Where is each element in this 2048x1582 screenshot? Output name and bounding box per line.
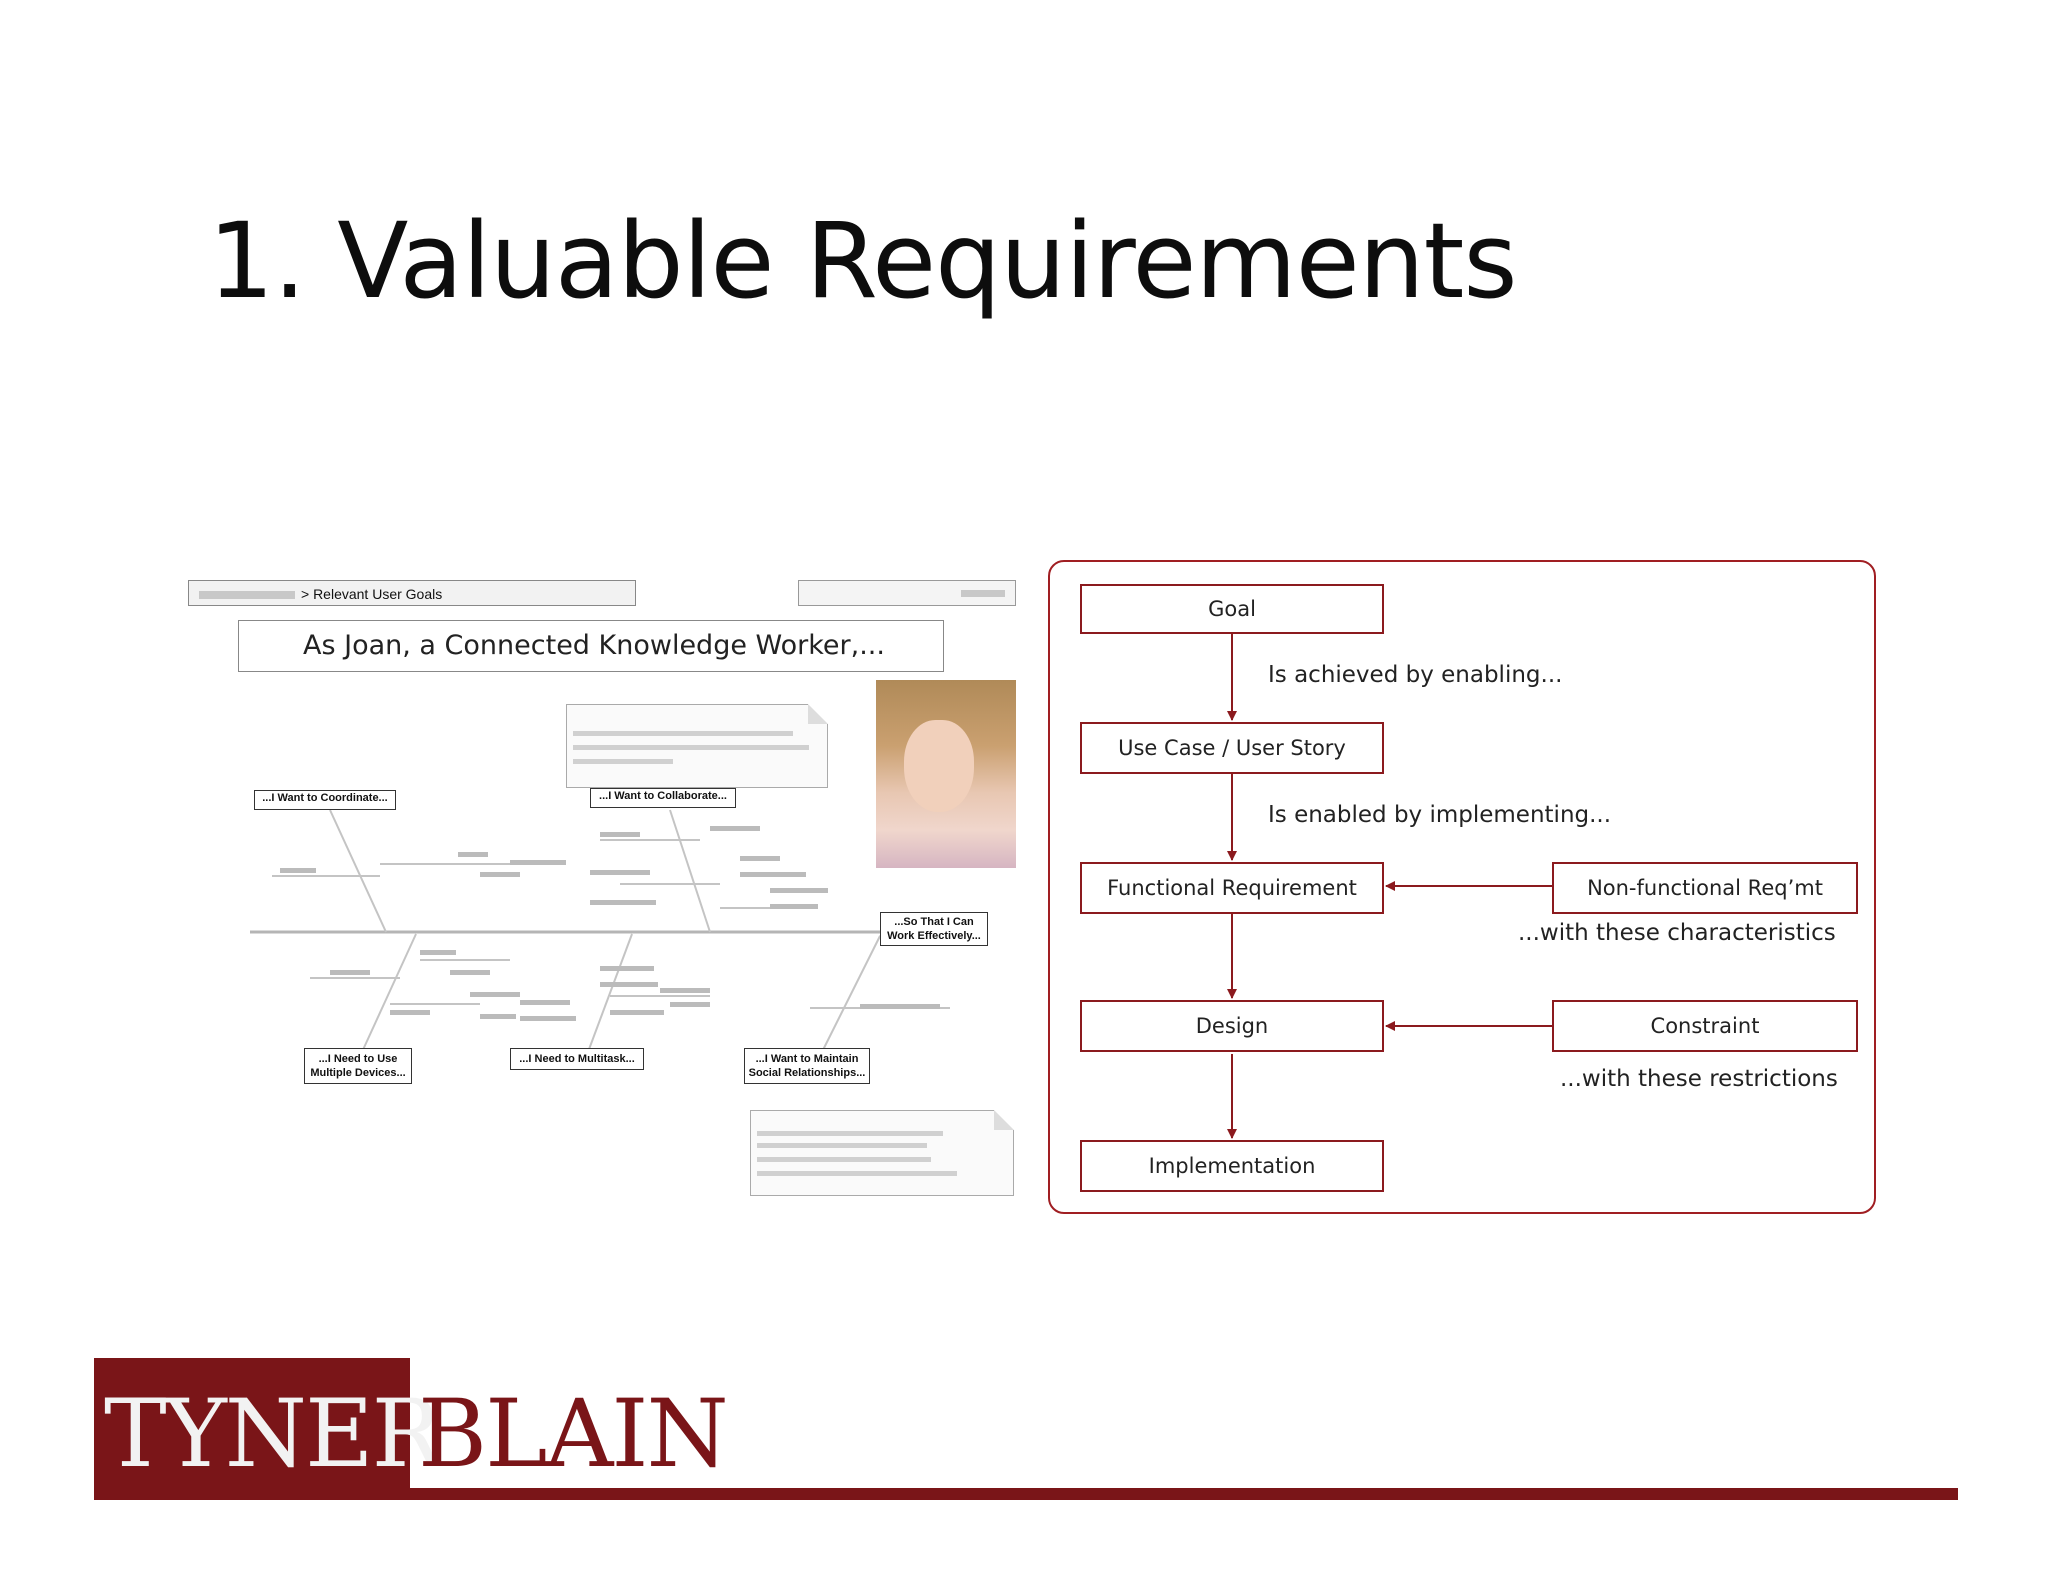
flow-box-functional: Functional Requirement [1080, 862, 1384, 914]
flow-diagram-frame [1048, 560, 1876, 1214]
fishbone-box-maintain: ...I Want to Maintain Social Relationshi… [744, 1048, 870, 1084]
fishbone-date-field [798, 580, 1016, 606]
fishbone-box-collaborate: ...I Want to Collaborate... [590, 788, 736, 808]
fishbone-header: As Joan, a Connected Knowledge Worker,..… [238, 620, 944, 672]
flow-label-restrictions: ...with these restrictions [1560, 1066, 1838, 1092]
flow-box-nonfunctional: Non-functional Req’mt [1552, 862, 1858, 914]
logo-text-blain: BLAIN [418, 1380, 729, 1489]
logo-block [94, 1358, 410, 1500]
flow-arrows [1227, 634, 1552, 1139]
flow-box-constraint: Constraint [1552, 1000, 1858, 1052]
logo-text-tyner: TYNER [104, 1380, 442, 1489]
fishbone-box-multitask: ...I Need to Multitask... [510, 1048, 644, 1070]
user-photo-face [904, 720, 974, 812]
flow-box-design: Design [1080, 1000, 1384, 1052]
fishbone-box-coordinate: ...I Want to Coordinate... [254, 790, 396, 810]
flow-label-characteristics: ...with these characteristics [1518, 920, 1836, 946]
fishbone-box-devices: ...I Need to Use Multiple Devices... [304, 1048, 412, 1084]
flow-label-achieved: Is achieved by enabling... [1268, 662, 1563, 688]
fishbone-box-so-that: ...So That I Can Work Effectively... [880, 912, 988, 946]
fishbone-bones [250, 809, 950, 1053]
fishbone-note-bottom [750, 1110, 1014, 1196]
flow-box-implementation: Implementation [1080, 1140, 1384, 1192]
breadcrumb-label: > Relevant User Goals [301, 586, 443, 602]
flow-box-goal: Goal [1080, 584, 1384, 634]
fishbone-breadcrumb: > Relevant User Goals [188, 580, 636, 606]
flow-box-use-case: Use Case / User Story [1080, 722, 1384, 774]
blurred-app-name [199, 591, 295, 600]
flow-label-enabled: Is enabled by implementing... [1268, 802, 1612, 828]
fishbone-note-top [566, 704, 828, 788]
logo-rule [94, 1488, 1958, 1500]
slide-title: 1. Valuable Requirements [208, 200, 1518, 322]
